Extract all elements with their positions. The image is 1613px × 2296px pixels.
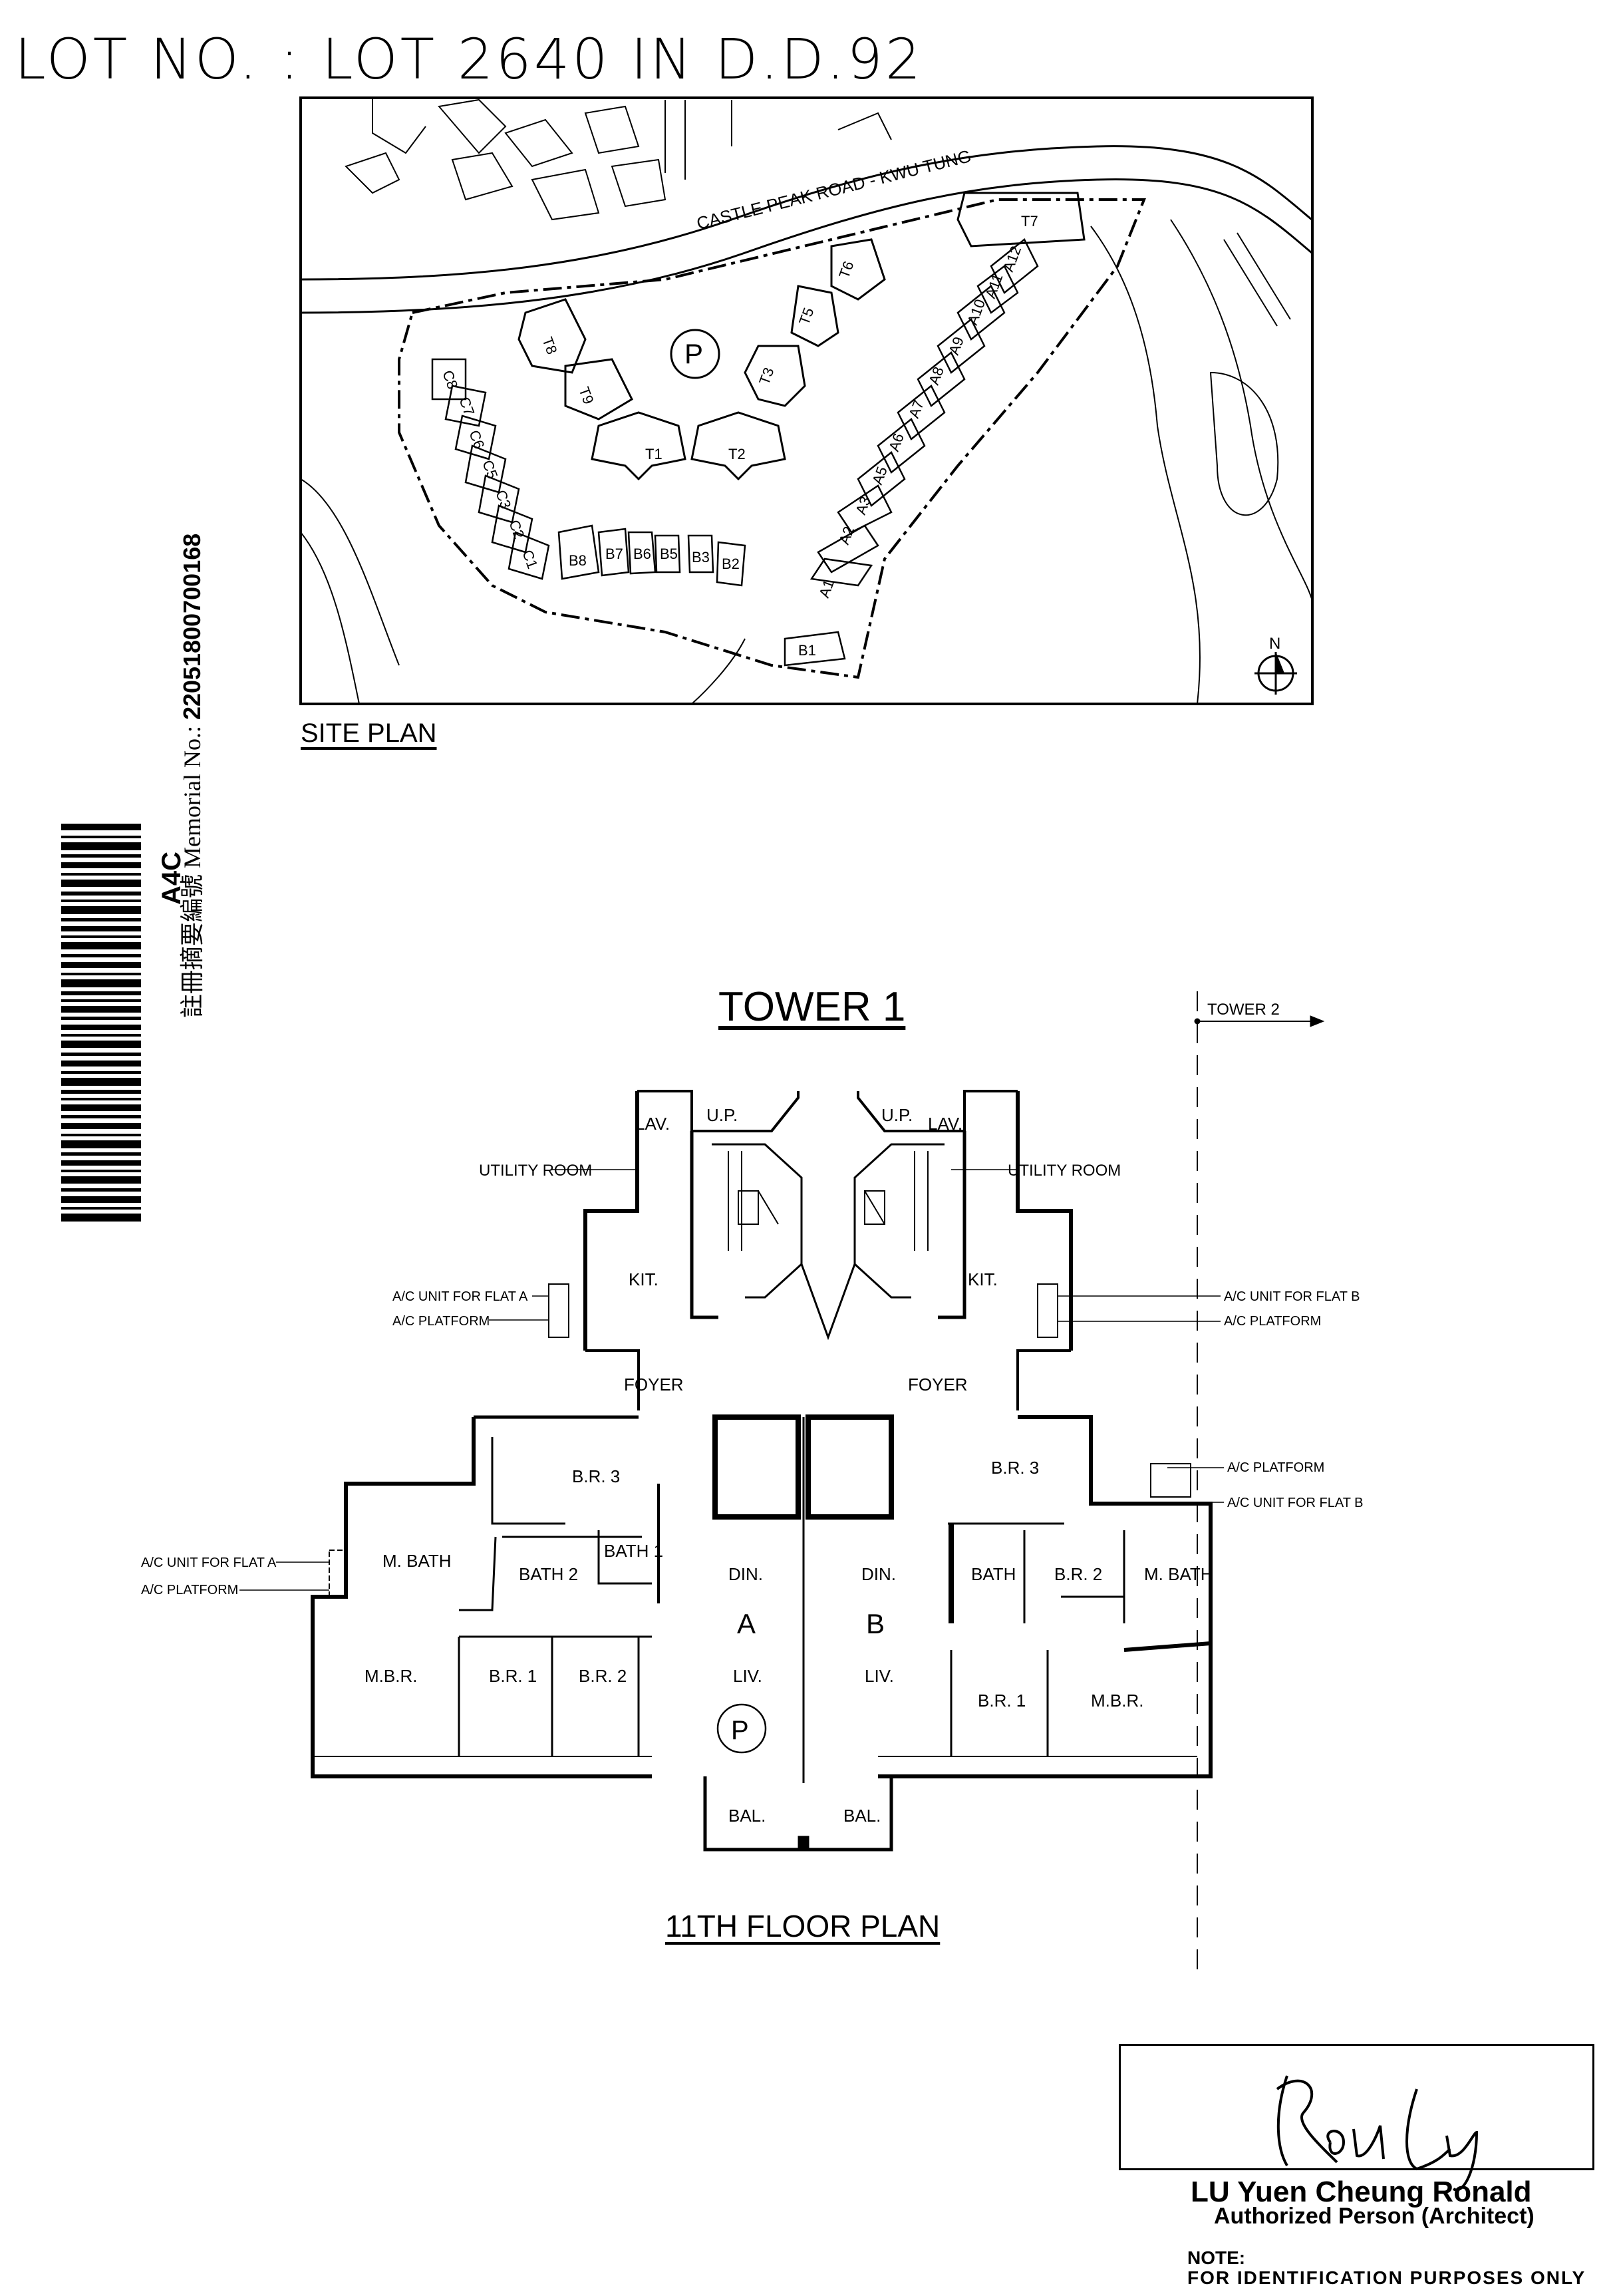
room-br2-a: B.R. 2 <box>579 1666 627 1686</box>
house-label-b1: B1 <box>798 642 816 659</box>
house-label-c5: C5 <box>479 458 501 481</box>
house-label-c7: C7 <box>456 395 478 418</box>
tower-label-t9: T9 <box>575 385 597 407</box>
house-label-a11: A11 <box>982 271 1006 301</box>
tower-blocks <box>517 192 1086 481</box>
house-blocks-b <box>557 524 746 587</box>
note-text: FOR IDENTIFICATION PURPOSES ONLY <box>1187 2267 1586 2288</box>
tower-title: TOWER 1 <box>718 984 906 1030</box>
room-br1-b: B.R. 1 <box>978 1691 1026 1711</box>
lot-title: LOT NO. : LOT 2640 IN D.D.92 <box>15 27 924 92</box>
room-liv-b: LIV. <box>865 1666 894 1686</box>
tower2-ref: TOWER 2 <box>1207 1001 1280 1019</box>
room-lav-a: LAV. <box>635 1114 670 1134</box>
tower-label-t3: T3 <box>756 365 777 387</box>
ac-unit-flat-b-right: A/C UNIT FOR FLAT B <box>1227 1496 1363 1510</box>
house-label-a7: A7 <box>905 398 927 420</box>
floor-plan-caption: 11TH FLOOR PLAN <box>665 1909 941 1943</box>
utility-room-b: UTILITY ROOM <box>1008 1162 1121 1180</box>
tower-label-t5: T5 <box>796 305 817 327</box>
site-plan-caption: SITE PLAN <box>301 719 437 748</box>
house-blocks-a <box>784 238 1039 667</box>
tower-label-t8: T8 <box>539 335 560 357</box>
room-foyer-a: FOYER <box>624 1375 684 1394</box>
room-mbr-a: M.B.R. <box>365 1666 417 1686</box>
room-din-a: DIN. <box>728 1564 763 1584</box>
room-mbath-a: M. BATH <box>382 1551 452 1571</box>
room-up-a: U.P. <box>706 1105 738 1125</box>
room-foyer-b: FOYER <box>908 1375 968 1394</box>
room-bal-b: BAL. <box>843 1806 881 1826</box>
house-label-a2: A2 <box>835 524 857 547</box>
architect-name: LU Yuen Cheung Ronald <box>1191 2176 1532 2208</box>
house-label-a6: A6 <box>885 431 907 454</box>
floor-plan-labels: TOWER 2 LAV. U.P. U.P. LAV. UTILITY ROOM… <box>365 1001 1280 1826</box>
site-plan-drawing <box>300 98 1312 705</box>
room-kit-b: KIT. <box>968 1269 998 1289</box>
room-bal-a: BAL. <box>728 1806 766 1826</box>
utility-room-a: UTILITY ROOM <box>479 1162 592 1180</box>
house-label-b3: B3 <box>692 549 710 566</box>
site-plan-frame <box>299 96 1314 705</box>
room-br3-b: B.R. 3 <box>991 1458 1039 1478</box>
room-mbath-b-1: M. BATH <box>1144 1564 1213 1584</box>
house-label-b5: B5 <box>660 546 678 562</box>
room-bath1-a: BATH 1 <box>604 1541 663 1561</box>
room-bath-b: BATH <box>971 1564 1016 1584</box>
north-label: N <box>1269 635 1280 653</box>
room-din-b: DIN. <box>861 1564 896 1584</box>
tower-label-t6: T6 <box>835 259 857 281</box>
road-label: CASTLE PEAK ROAD - KWU TUNG <box>694 146 973 234</box>
signature-box <box>1119 2044 1594 2170</box>
house-label-a8: A8 <box>925 365 947 387</box>
room-lav-b: LAV. <box>928 1114 962 1134</box>
room-br1-a: B.R. 1 <box>489 1666 537 1686</box>
signature-scribble <box>1276 2075 1479 2192</box>
ac-unit-flat-a-upper: A/C UNIT FOR FLAT A <box>392 1289 528 1304</box>
floor-parking-label: P <box>731 1716 749 1745</box>
ac-platform-right: A/C PLATFORM <box>1227 1460 1324 1475</box>
site-parking-label: P <box>684 338 703 369</box>
house-label-b6: B6 <box>633 546 651 562</box>
room-mbr-b: M.B.R. <box>1091 1691 1143 1711</box>
house-label-b8: B8 <box>569 552 587 569</box>
room-liv-a: LIV. <box>733 1666 762 1686</box>
house-label-b2: B2 <box>722 556 740 572</box>
tower-label-t7: T7 <box>1021 213 1038 230</box>
ac-platform-upper-b: A/C PLATFORM <box>1224 1314 1321 1329</box>
house-label-a1: A1 <box>815 577 837 600</box>
ac-platform-upper-a: A/C PLATFORM <box>392 1314 490 1329</box>
house-label-a12: A12 <box>1000 244 1024 273</box>
note-label: NOTE: <box>1187 2247 1246 2268</box>
room-kit-a: KIT. <box>629 1269 659 1289</box>
flat-b-label: B <box>866 1608 885 1639</box>
ac-platform-left: A/C PLATFORM <box>141 1583 238 1597</box>
architect-role: Authorized Person (Architect) <box>1214 2204 1535 2229</box>
house-label-c6: C6 <box>466 428 488 451</box>
floor-plan-drawing <box>239 991 1325 1969</box>
house-blocks-c <box>431 358 550 580</box>
house-label-a3: A3 <box>852 494 874 517</box>
room-bath2-a: BATH 2 <box>519 1564 578 1584</box>
tower-label-t1: T1 <box>645 446 662 462</box>
ac-unit-flat-b-upper: A/C UNIT FOR FLAT B <box>1224 1289 1360 1304</box>
tower-label-t2: T2 <box>728 446 746 462</box>
house-label-a10: A10 <box>964 297 988 327</box>
flat-a-label: A <box>737 1608 756 1639</box>
barcode <box>61 824 141 1222</box>
house-label-b7: B7 <box>605 546 623 562</box>
room-br2-b: B.R. 2 <box>1054 1564 1102 1584</box>
floor-plan-annotations: A/C UNIT FOR FLAT A A/C PLATFORM A/C UNI… <box>141 1289 1363 1597</box>
ac-unit-flat-a-left: A/C UNIT FOR FLAT A <box>141 1556 277 1570</box>
room-br3-a: B.R. 3 <box>572 1466 620 1486</box>
room-up-b: U.P. <box>881 1105 913 1125</box>
